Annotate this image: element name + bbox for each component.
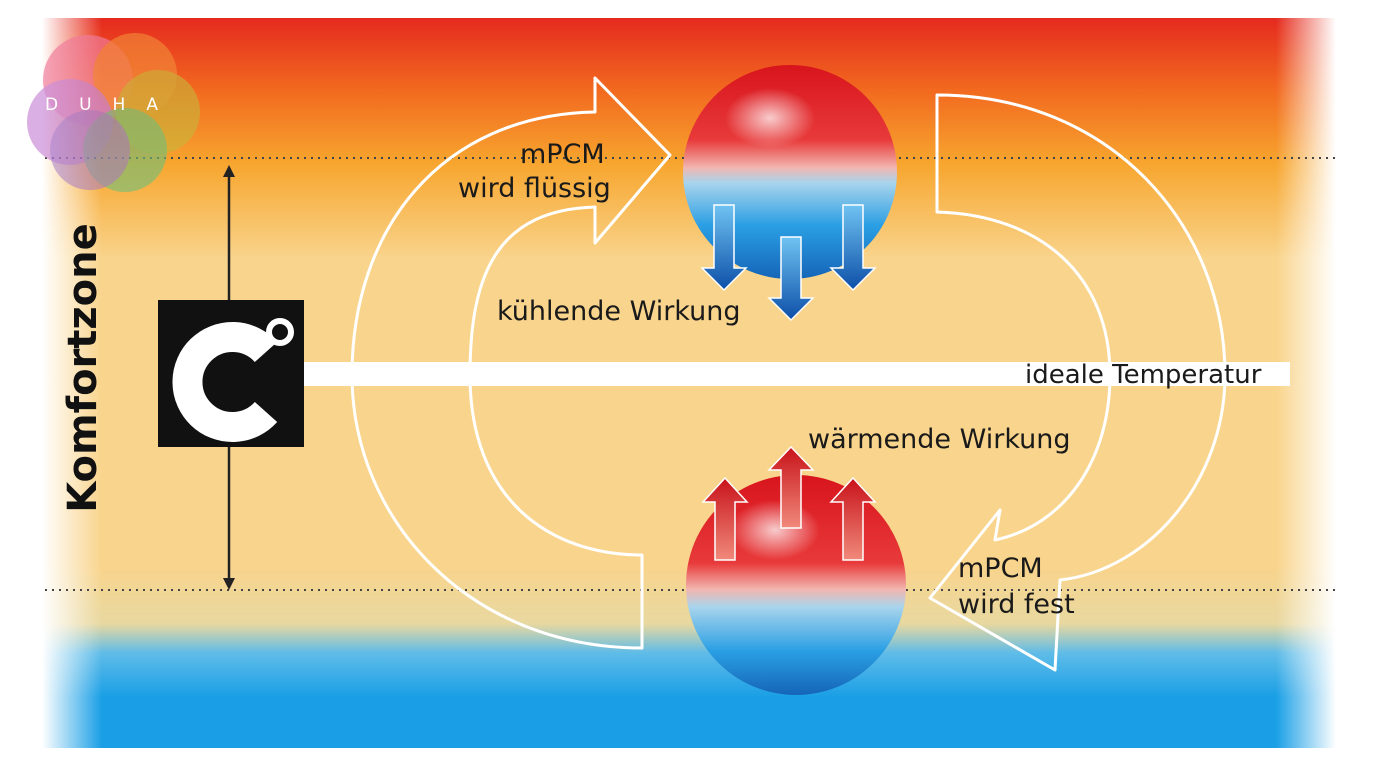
duha-logo [27,33,200,192]
left-cycle-arrow [350,76,672,650]
cooling-label: kühlende Wirkung [497,296,741,327]
ideal-temperature-bar [300,362,1290,386]
melt-label-line2: wird flüssig [458,173,611,204]
solid-label-line2: wird fest [958,589,1075,620]
celsius-icon [158,300,304,447]
cooling-arrows [700,204,877,322]
warming-label: wärmende Wirkung [808,424,1071,455]
solid-label-line1: mPCM [958,553,1043,584]
logo-text: DUHA [45,95,179,115]
right-cycle-arrow [928,93,1227,672]
celsius-symbol-icon [172,318,294,442]
ideal-temperature-label: ideale Temperatur [1025,360,1262,390]
melt-label-line1: mPCM [520,139,605,170]
warming-arrows [701,445,877,561]
comfort-zone-title: Komfortzone [60,223,106,513]
